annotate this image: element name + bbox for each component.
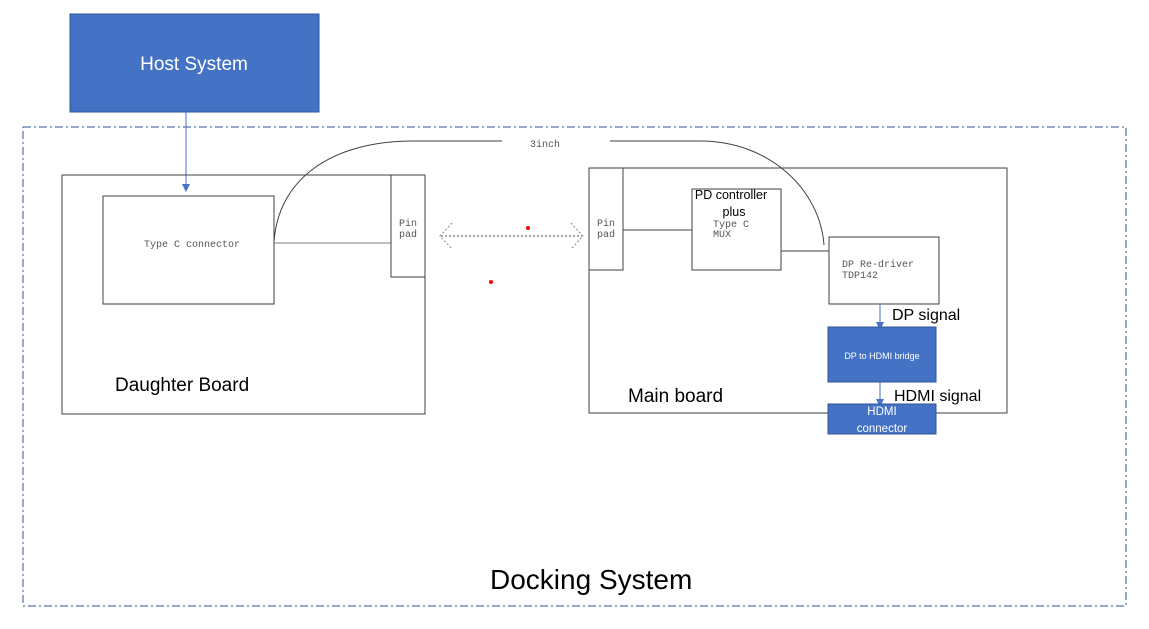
main-board-label: Main board [628, 386, 723, 407]
host-system-label: Host System [140, 54, 248, 75]
type-c-mux-line2: MUX [713, 230, 731, 241]
dp-redriver-block[interactable]: DP Re-driver TDP142 [828, 236, 940, 305]
dp-to-hdmi-bridge-label: DP to HDMI bridge [844, 351, 919, 361]
red-dot-marker [526, 226, 530, 230]
docking-system-label: Docking System [490, 564, 692, 595]
dp-signal-label: DP signal [892, 307, 960, 324]
type-c-connector-label: Type C connector [144, 240, 240, 251]
cable-length-label: 3inch [530, 139, 560, 151]
daughter-pin-pad-line1: Pin [399, 218, 417, 230]
hdmi-connector-line2: connector [857, 423, 908, 435]
dp-to-hdmi-bridge-block[interactable]: DP to HDMI bridge [827, 326, 937, 383]
daughter-pin-pad-line2: pad [399, 229, 417, 241]
main-pin-pad-line1: Pin [597, 218, 615, 230]
pin-pad-connection-arrow [439, 222, 584, 250]
main-pin-pad-line2: pad [597, 229, 615, 241]
dp-redriver-line1: DP Re-driver [842, 259, 914, 271]
pd-controller-title-line1: PD controller [695, 188, 767, 202]
type-c-connector-block[interactable]: Type C connector [102, 195, 275, 305]
docking-system-boundary [22, 126, 1127, 607]
hdmi-signal-label: HDMI signal [894, 388, 981, 405]
main-pin-pad[interactable]: Pin pad [588, 167, 624, 271]
hdmi-connector-block[interactable]: HDMI connector [827, 403, 937, 435]
hdmi-connector-line1: HDMI [867, 406, 896, 418]
daughter-pin-pad[interactable]: Pin pad [390, 174, 426, 278]
red-dot-marker [489, 280, 493, 284]
daughter-board[interactable]: Daughter Board [61, 174, 426, 415]
daughter-board-label: Daughter Board [115, 375, 249, 396]
host-system-block[interactable]: Host System [69, 13, 320, 113]
main-board[interactable]: Main board [588, 167, 1008, 414]
pd-controller-mux-block[interactable]: PD controller plus Type C MUX [691, 188, 782, 271]
type-c-mux-line1: Type C [713, 220, 749, 231]
pd-controller-title-line2: plus [723, 205, 746, 219]
dp-redriver-line2: TDP142 [842, 271, 878, 282]
